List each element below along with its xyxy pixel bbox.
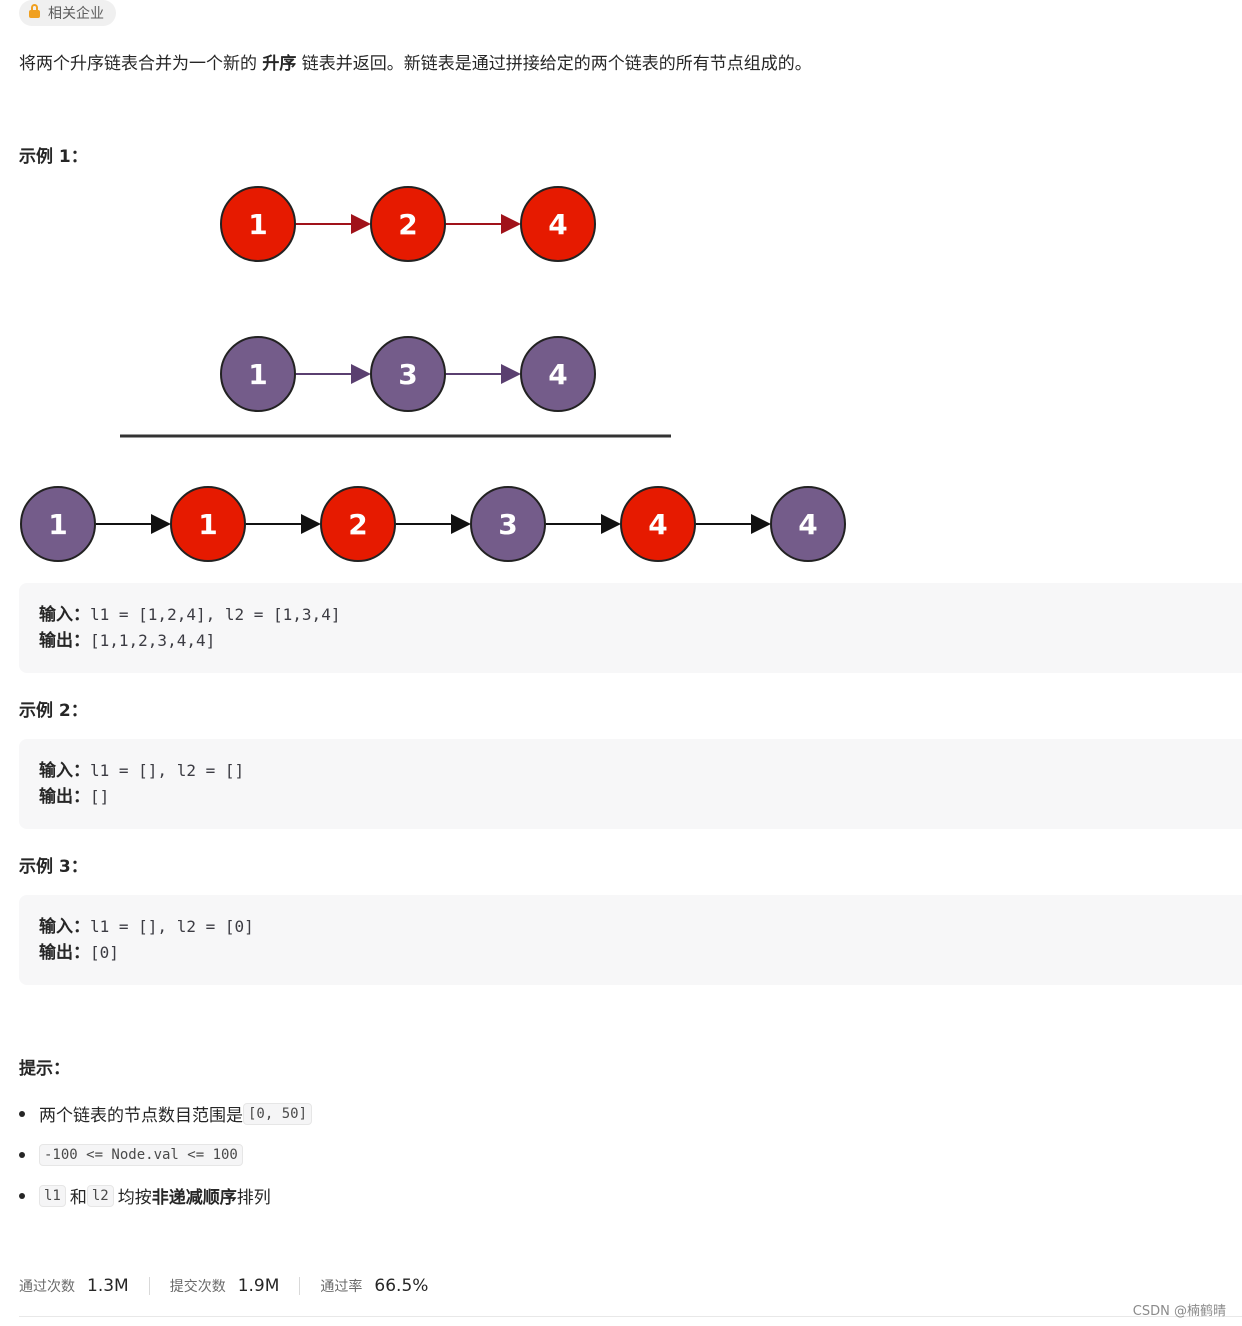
- l2-node: 1: [220, 336, 296, 412]
- bottom-divider: [19, 1316, 1242, 1317]
- svg-text:2: 2: [398, 208, 417, 241]
- accepted-label: 通过次数: [19, 1279, 75, 1295]
- l1-node: 2: [370, 186, 446, 262]
- example-3-code: 输入：l1 = [], l2 = [0] 输出：[0]: [19, 895, 1242, 985]
- svg-text:4: 4: [648, 508, 667, 541]
- hints-title: 提示：: [19, 1059, 70, 1079]
- merge-diagram: 1 2 4 1 3 4 1 1 2 3 4 4: [20, 186, 846, 562]
- svg-text:1: 1: [198, 508, 217, 541]
- svg-text:3: 3: [498, 508, 517, 541]
- submission-stats: 通过次数 1.3M 提交次数 1.9M 通过率 66.5%: [19, 1276, 428, 1296]
- l2-node: 4: [520, 336, 596, 412]
- svg-text:1: 1: [248, 358, 267, 391]
- l1-node: 4: [520, 186, 596, 262]
- example-3-title: 示例 3：: [19, 857, 88, 877]
- svg-text:3: 3: [398, 358, 417, 391]
- svg-text:4: 4: [548, 208, 567, 241]
- merged-node: 4: [770, 486, 846, 562]
- hint-item: -100 <= Node.val <= 100: [19, 1134, 316, 1175]
- example-1-code: 输入：l1 = [1,2,4], l2 = [1,3,4] 输出：[1,1,2,…: [19, 583, 1242, 673]
- acceptance-rate-label: 通过率: [320, 1279, 363, 1295]
- merged-node: 1: [170, 486, 246, 562]
- merged-node: 2: [320, 486, 396, 562]
- submissions-label: 提交次数: [169, 1279, 226, 1295]
- svg-text:1: 1: [48, 508, 67, 541]
- tag-label: 相关企业: [48, 6, 104, 22]
- problem-description: 将两个升序链表合并为一个新的 升序 链表并返回。新链表是通过拼接给定的两个链表的…: [19, 54, 812, 74]
- example-2-title: 示例 2：: [19, 701, 88, 721]
- accepted-value: 1.3M: [87, 1276, 129, 1296]
- watermark: CSDN @楠鹤晴: [1132, 1304, 1226, 1319]
- hint-item: 两个链表的节点数目范围是 [0, 50]: [19, 1093, 316, 1134]
- hint-item: l1 和 l2 均按 非递减顺序 排列: [19, 1175, 316, 1216]
- merged-node: 4: [620, 486, 696, 562]
- related-companies-tag[interactable]: 相关企业: [19, 0, 116, 26]
- merged-node: 1: [20, 486, 96, 562]
- svg-text:4: 4: [798, 508, 817, 541]
- submissions-value: 1.9M: [237, 1276, 280, 1296]
- svg-text:2: 2: [348, 508, 367, 541]
- merged-node: 3: [470, 486, 546, 562]
- acceptance-rate-value: 66.5%: [374, 1276, 429, 1296]
- example-2-code: 输入：l1 = [], l2 = [] 输出：[]: [19, 739, 1242, 829]
- svg-text:4: 4: [548, 358, 567, 391]
- l2-node: 3: [370, 336, 446, 412]
- hints-list: 两个链表的节点数目范围是 [0, 50] -100 <= Node.val <=…: [19, 1093, 316, 1216]
- lock-icon: [29, 4, 40, 18]
- example-1-title: 示例 1：: [19, 147, 88, 167]
- svg-text:1: 1: [248, 208, 267, 241]
- l1-node: 1: [220, 186, 296, 262]
